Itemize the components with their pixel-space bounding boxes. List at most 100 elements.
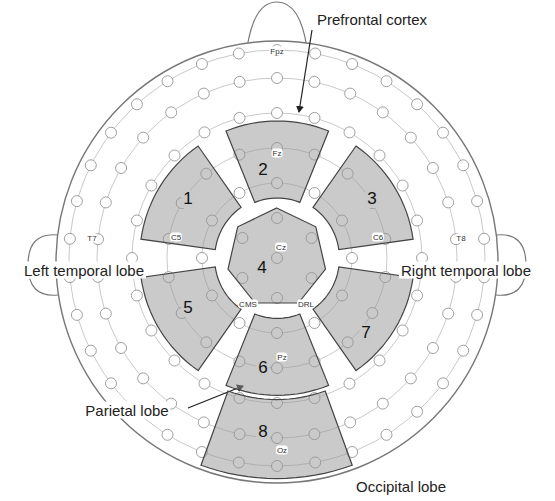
electrode-label: T8 <box>455 234 466 243</box>
brain-region: 3 <box>311 144 415 252</box>
electrode <box>166 107 177 118</box>
electrode <box>427 343 438 354</box>
electrode-label: C5 <box>170 233 182 242</box>
electrode <box>116 163 127 174</box>
electrode <box>64 233 75 244</box>
electrode <box>162 76 173 87</box>
electrode <box>146 325 157 336</box>
electrode <box>272 73 283 84</box>
region-name: Left temporal lobe <box>22 262 146 279</box>
region-shape <box>311 144 415 252</box>
electrode <box>412 290 423 301</box>
electrode <box>234 76 245 87</box>
region-number: 1 <box>181 190 194 208</box>
region-name: Right temporal lobe <box>399 262 533 279</box>
brain-region: 5 <box>139 265 243 373</box>
electrode <box>458 345 469 356</box>
electrode <box>412 99 423 110</box>
electrode <box>438 378 449 389</box>
region-shape <box>139 265 243 373</box>
electrode <box>427 163 438 174</box>
electrode <box>116 343 127 354</box>
electrode <box>443 308 454 319</box>
electrode-label: Fz <box>272 149 283 158</box>
electrode <box>169 150 180 161</box>
electrode <box>479 233 490 244</box>
brain-region: 1 <box>139 144 243 252</box>
electrode <box>309 188 320 199</box>
region-shape <box>224 119 331 204</box>
electrode <box>196 59 207 70</box>
electrode <box>131 290 142 301</box>
electrode <box>100 197 111 208</box>
electrode <box>199 127 210 138</box>
electrode <box>234 112 245 123</box>
electrode <box>412 215 423 226</box>
electrode-label: Pz <box>276 353 287 362</box>
electrode <box>377 107 388 118</box>
brain-region: 4 <box>226 206 327 305</box>
region-name: Prefrontal cortex <box>315 11 429 28</box>
electrode <box>374 150 385 161</box>
electrode <box>71 196 82 207</box>
electrode <box>405 132 416 143</box>
electrode <box>138 373 149 384</box>
electrode <box>198 417 209 428</box>
electrode <box>100 308 111 319</box>
electrode-label: CMS <box>238 300 258 309</box>
electrode <box>405 373 416 384</box>
electrode <box>309 76 320 87</box>
region-shape <box>226 206 327 305</box>
region-number: 4 <box>255 259 268 277</box>
region-number: 2 <box>256 161 269 179</box>
electrode-label: Oz <box>276 446 288 455</box>
electrode <box>412 406 423 417</box>
electrode <box>345 417 356 428</box>
electrode <box>234 188 245 199</box>
electrode-label: DRL <box>297 300 315 309</box>
electrode <box>197 253 208 264</box>
electrode <box>310 48 321 59</box>
brain-region: 8 <box>199 389 354 481</box>
electrode-label: Cz <box>275 243 287 252</box>
electrode <box>106 127 117 138</box>
electrode <box>199 378 210 389</box>
region-number: 6 <box>256 359 269 377</box>
electrode <box>85 160 96 171</box>
region-name: Occipital lobe <box>354 478 448 495</box>
electrode <box>397 325 408 336</box>
brain-region: 2 <box>224 119 331 204</box>
electrode-label: C6 <box>372 233 384 242</box>
electrode <box>472 196 483 207</box>
electrode-label: T7 <box>86 234 97 243</box>
electrode <box>345 88 356 99</box>
electrode <box>397 180 408 191</box>
electrode <box>131 99 142 110</box>
electrode <box>272 108 283 119</box>
electrode-label: Fpz <box>269 47 284 56</box>
electrode <box>169 355 180 366</box>
electrode <box>347 253 358 264</box>
electrode <box>381 76 392 87</box>
electrode <box>344 378 355 389</box>
electrode <box>472 309 483 320</box>
electrode <box>377 398 388 409</box>
region-number: 3 <box>365 190 378 208</box>
electrode <box>234 318 245 329</box>
electrode <box>443 197 454 208</box>
brain-region: 7 <box>311 265 415 373</box>
electrode <box>131 215 142 226</box>
electrode <box>309 112 320 123</box>
electrode <box>374 355 385 366</box>
electrode <box>344 127 355 138</box>
region-number: 8 <box>256 423 269 441</box>
electrode <box>162 429 173 440</box>
region-number: 7 <box>359 324 372 342</box>
electrode <box>106 378 117 389</box>
electrode <box>458 160 469 171</box>
electrode <box>138 132 149 143</box>
region-shape <box>199 389 354 481</box>
electrode <box>381 429 392 440</box>
electrode <box>71 309 82 320</box>
electrode <box>438 127 449 138</box>
